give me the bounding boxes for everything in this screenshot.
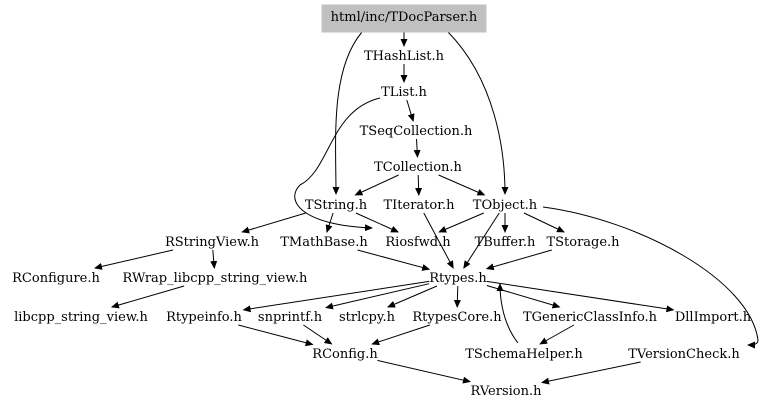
edge-rconfig-rversion	[377, 359, 471, 384]
edge-tlist-riosfwd	[294, 97, 381, 232]
node-label: TVersionCheck.h	[628, 347, 740, 362]
node-rconfig[interactable]: RConfig.h	[312, 347, 378, 362]
edge-tstring-riosfwd	[355, 212, 400, 233]
node-label: Rtypeinfo.h	[166, 310, 242, 325]
edge-rtypeinfo-rconfig	[238, 324, 314, 347]
nodes-layer: html/inc/TDocParser.hTHashList.hTList.hT…	[12, 4, 752, 399]
node-tseqcollection[interactable]: TSeqCollection.h	[360, 124, 473, 139]
edge-tcollection-tstring	[354, 174, 399, 196]
node-label: libcpp_string_view.h	[14, 310, 148, 325]
node-thashlist[interactable]: THashList.h	[364, 49, 445, 64]
node-snprintf[interactable]: snprintf.h	[258, 310, 323, 325]
edge-tstring-tmathbase	[325, 212, 334, 233]
edge-rtypes-strlcpy	[387, 285, 438, 308]
node-rtypes[interactable]: Rtypes.h	[429, 271, 487, 286]
node-label: RWrap_libcpp_string_view.h	[123, 271, 309, 286]
node-label: TList.h	[381, 85, 427, 100]
root-node-box	[321, 4, 487, 33]
edge-tstring-rstringview	[241, 212, 306, 234]
edge-tstorage-rtypes	[485, 249, 552, 271]
edge-tgeneric-tschema	[539, 324, 575, 345]
node-label: RConfigure.h	[12, 271, 100, 286]
node-label: TGenericClassInfo.h	[523, 310, 658, 325]
node-label: Rtypes.h	[429, 271, 487, 286]
edge-rtypes-rtypescore	[453, 285, 461, 308]
node-tversioncheck[interactable]: TVersionCheck.h	[628, 347, 740, 362]
node-label: TString.h	[305, 198, 368, 213]
edge-tversioncheck-rversion	[541, 361, 641, 385]
node-dllimport[interactable]: DllImport.h	[675, 310, 752, 325]
node-rtypeinfo[interactable]: Rtypeinfo.h	[166, 310, 242, 325]
node-label: DllImport.h	[675, 310, 752, 325]
node-riosfwd[interactable]: Riosfwd.h	[385, 235, 451, 250]
edge-rtypescore-rconfig	[371, 324, 430, 346]
edge-root-tobject	[447, 31, 509, 195]
edge-rtypes-tgeneric	[486, 285, 561, 309]
node-label: strlcpy.h	[339, 310, 396, 325]
node-tschema[interactable]: TSchemaHelper.h	[465, 347, 583, 362]
edge-tobject-rtypes	[463, 212, 500, 269]
node-label: TIterator.h	[383, 198, 455, 213]
node-tmathbase[interactable]: TMathBase.h	[280, 235, 368, 250]
edge-titerator-rtypes	[423, 212, 454, 269]
node-rversion[interactable]: RVersion.h	[471, 384, 543, 399]
node-label: TObject.h	[473, 198, 538, 213]
node-label: RStringView.h	[165, 235, 260, 250]
node-label: TStorage.h	[546, 235, 620, 250]
edge-tobject-tstorage	[523, 212, 565, 233]
node-strlcpy[interactable]: strlcpy.h	[339, 310, 396, 325]
edge-rwrap-libcpp	[110, 285, 185, 309]
node-label: html/inc/TDocParser.h	[331, 10, 478, 25]
node-root[interactable]: html/inc/TDocParser.h	[321, 4, 487, 33]
edge-tobject-riosfwd	[438, 212, 484, 233]
edge-tobject-tversioncheck	[542, 206, 759, 349]
edge-snprintf-rconfig	[303, 324, 333, 345]
node-tgeneric[interactable]: TGenericClassInfo.h	[523, 310, 658, 325]
edge-root-tstring	[332, 31, 363, 195]
node-libcpp[interactable]: libcpp_string_view.h	[14, 310, 148, 325]
node-label: snprintf.h	[258, 310, 323, 325]
node-label: TMathBase.h	[280, 235, 368, 250]
node-label: RConfig.h	[312, 347, 378, 362]
edge-rstringview-rwrap	[210, 249, 218, 269]
node-titerator[interactable]: TIterator.h	[383, 198, 455, 213]
edge-tschema-rtypes	[496, 283, 519, 344]
edge-rstringview-rconfigure	[94, 249, 174, 270]
node-rwrap[interactable]: RWrap_libcpp_string_view.h	[123, 271, 309, 286]
node-rstringview[interactable]: RStringView.h	[165, 235, 260, 250]
node-rconfigure[interactable]: RConfigure.h	[12, 271, 100, 286]
node-label: TSchemaHelper.h	[465, 347, 583, 362]
edge-tmathbase-rtypes	[357, 249, 431, 271]
node-tlist[interactable]: TList.h	[381, 85, 427, 100]
node-label: Riosfwd.h	[385, 235, 451, 250]
edge-rtypes-snprintf	[325, 283, 430, 310]
edge-tcollection-tobject	[438, 174, 486, 196]
node-label: THashList.h	[364, 49, 445, 64]
node-tcollection[interactable]: TCollection.h	[374, 160, 462, 175]
node-tstring[interactable]: TString.h	[305, 198, 368, 213]
edge-rtypes-dllimport	[486, 280, 675, 313]
node-label: TSeqCollection.h	[360, 124, 473, 139]
edge-tlist-tseqcollection	[406, 99, 415, 122]
edge-tcollection-titerator	[415, 174, 423, 196]
node-tbuffer[interactable]: TBuffer.h	[475, 235, 536, 250]
edges-layer	[94, 25, 759, 385]
node-rtypescore[interactable]: RtypesCore.h	[412, 310, 502, 325]
node-label: RVersion.h	[471, 384, 543, 399]
node-label: TBuffer.h	[475, 235, 536, 250]
edge-tseqcollection-tcollection	[413, 138, 421, 158]
edge-rtypes-rtypeinfo	[242, 280, 430, 313]
node-label: TCollection.h	[374, 160, 462, 175]
node-tstorage[interactable]: TStorage.h	[546, 235, 620, 250]
node-label: RtypesCore.h	[412, 310, 502, 325]
node-tobject[interactable]: TObject.h	[473, 198, 538, 213]
